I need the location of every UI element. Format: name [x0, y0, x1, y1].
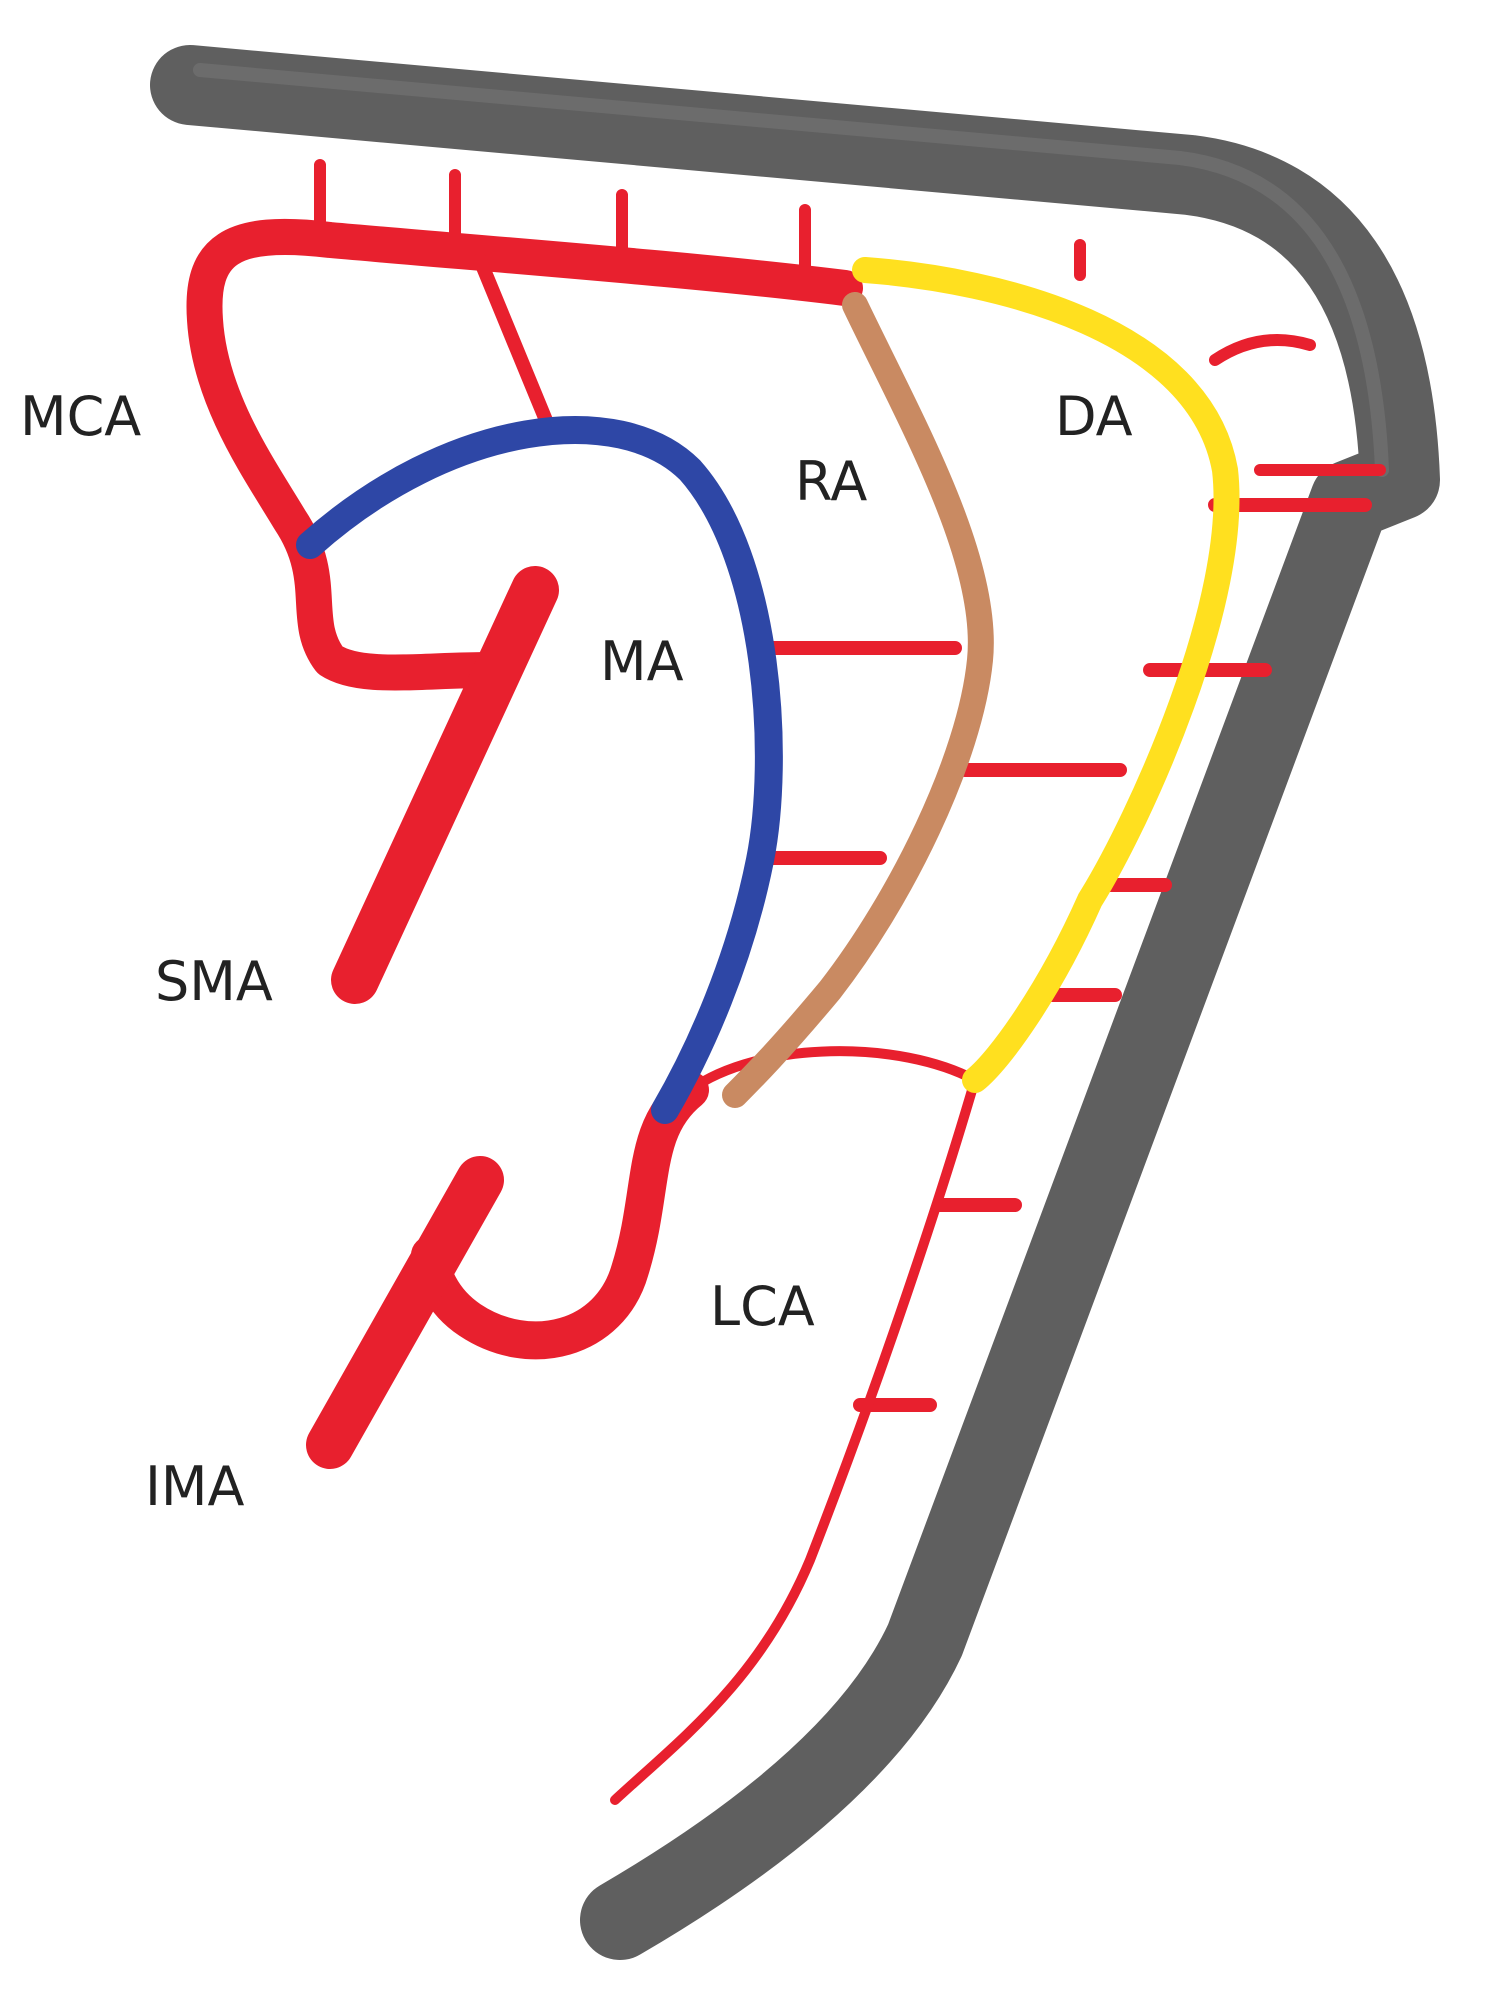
marginal-artery	[296, 416, 783, 1124]
label-da: DA	[1055, 385, 1133, 448]
label-lca: LCA	[710, 1275, 815, 1338]
colon-tube-highlight	[193, 63, 1389, 477]
arteries	[186, 159, 1386, 1805]
colon	[150, 45, 1440, 1960]
inferior-mesenteric-artery	[306, 1156, 504, 1469]
arcade-rungs	[753, 498, 1372, 1412]
drummond-arcade	[852, 257, 1240, 1093]
superior-mesenteric-artery	[331, 566, 559, 1004]
label-sma: SMA	[155, 950, 273, 1013]
labels: MCA SMA IMA MA RA DA LCA	[20, 385, 1133, 1518]
label-ra: RA	[795, 450, 867, 513]
label-ma: MA	[600, 630, 684, 693]
vasa-recta	[314, 159, 1386, 476]
middle-colic-artery	[186, 218, 863, 691]
riolan-arcade	[722, 292, 994, 1108]
label-mca: MCA	[20, 385, 141, 448]
mca-ma-branch	[473, 253, 557, 437]
label-ima: IMA	[145, 1455, 245, 1518]
ima-loop	[411, 1071, 709, 1360]
